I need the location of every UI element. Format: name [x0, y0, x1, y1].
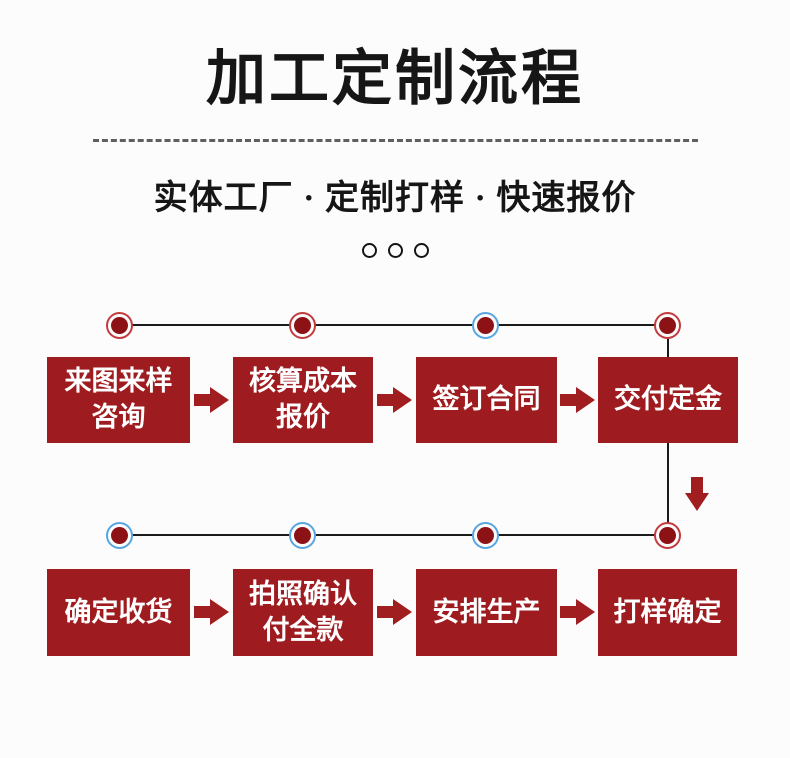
dot-core: [111, 317, 128, 334]
circle-icon: [361, 243, 377, 258]
arrow-head: [576, 599, 595, 625]
arrow-tail: [691, 477, 703, 494]
flow-step-box: 交付定金: [598, 357, 738, 443]
arrow-right-icon: [194, 599, 229, 625]
arrow-right-icon: [560, 599, 595, 625]
circle-icon: [387, 243, 403, 258]
timeline-dot-icon: [472, 522, 499, 549]
flow-step-box: 打样确定: [598, 569, 737, 656]
arrow-tail: [194, 394, 211, 406]
page-title: 加工定制流程: [206, 46, 584, 112]
dot-core: [111, 527, 128, 544]
dot-core: [294, 527, 311, 544]
arrow-down-icon: [685, 477, 709, 511]
page-subtitle: 实体工厂 · 定制打样 · 快速报价: [153, 180, 637, 217]
dot-core: [659, 527, 676, 544]
timeline-dot-icon: [106, 312, 133, 339]
flow-step-box: 安排生产: [416, 569, 557, 656]
arrow-head: [685, 493, 709, 511]
timeline-dot-icon: [289, 522, 316, 549]
timeline-dot-icon: [289, 312, 316, 339]
arrow-head: [576, 387, 595, 413]
arrow-right-icon: [194, 387, 229, 413]
connector-line-top: [119, 324, 668, 326]
flow-step-box: 确定收货: [47, 569, 190, 656]
flow-step-box: 签订合同: [416, 357, 557, 443]
arrow-tail: [377, 606, 394, 618]
arrow-head: [393, 599, 412, 625]
arrow-head: [393, 387, 412, 413]
timeline-dot-icon: [654, 522, 681, 549]
flow-step-box: 来图来样 咨询: [47, 357, 190, 443]
arrow-tail: [377, 394, 394, 406]
circle-icon: [413, 243, 429, 258]
decor-circles: [0, 243, 790, 258]
arrow-tail: [560, 606, 577, 618]
timeline-dot-icon: [106, 522, 133, 549]
timeline-dot-icon: [472, 312, 499, 339]
dot-core: [477, 527, 494, 544]
flow-step-box: 拍照确认 付全款: [233, 569, 373, 656]
dot-core: [659, 317, 676, 334]
connector-line-bottom: [119, 534, 668, 536]
dot-core: [477, 317, 494, 334]
timeline-dot-icon: [654, 312, 681, 339]
arrow-right-icon: [560, 387, 595, 413]
dot-core: [294, 317, 311, 334]
arrow-right-icon: [377, 387, 412, 413]
arrow-right-icon: [377, 599, 412, 625]
dashed-divider: [93, 139, 698, 142]
arrow-tail: [194, 606, 211, 618]
arrow-head: [210, 387, 229, 413]
flow-step-box: 核算成本 报价: [233, 357, 373, 443]
arrow-tail: [560, 394, 577, 406]
arrow-head: [210, 599, 229, 625]
